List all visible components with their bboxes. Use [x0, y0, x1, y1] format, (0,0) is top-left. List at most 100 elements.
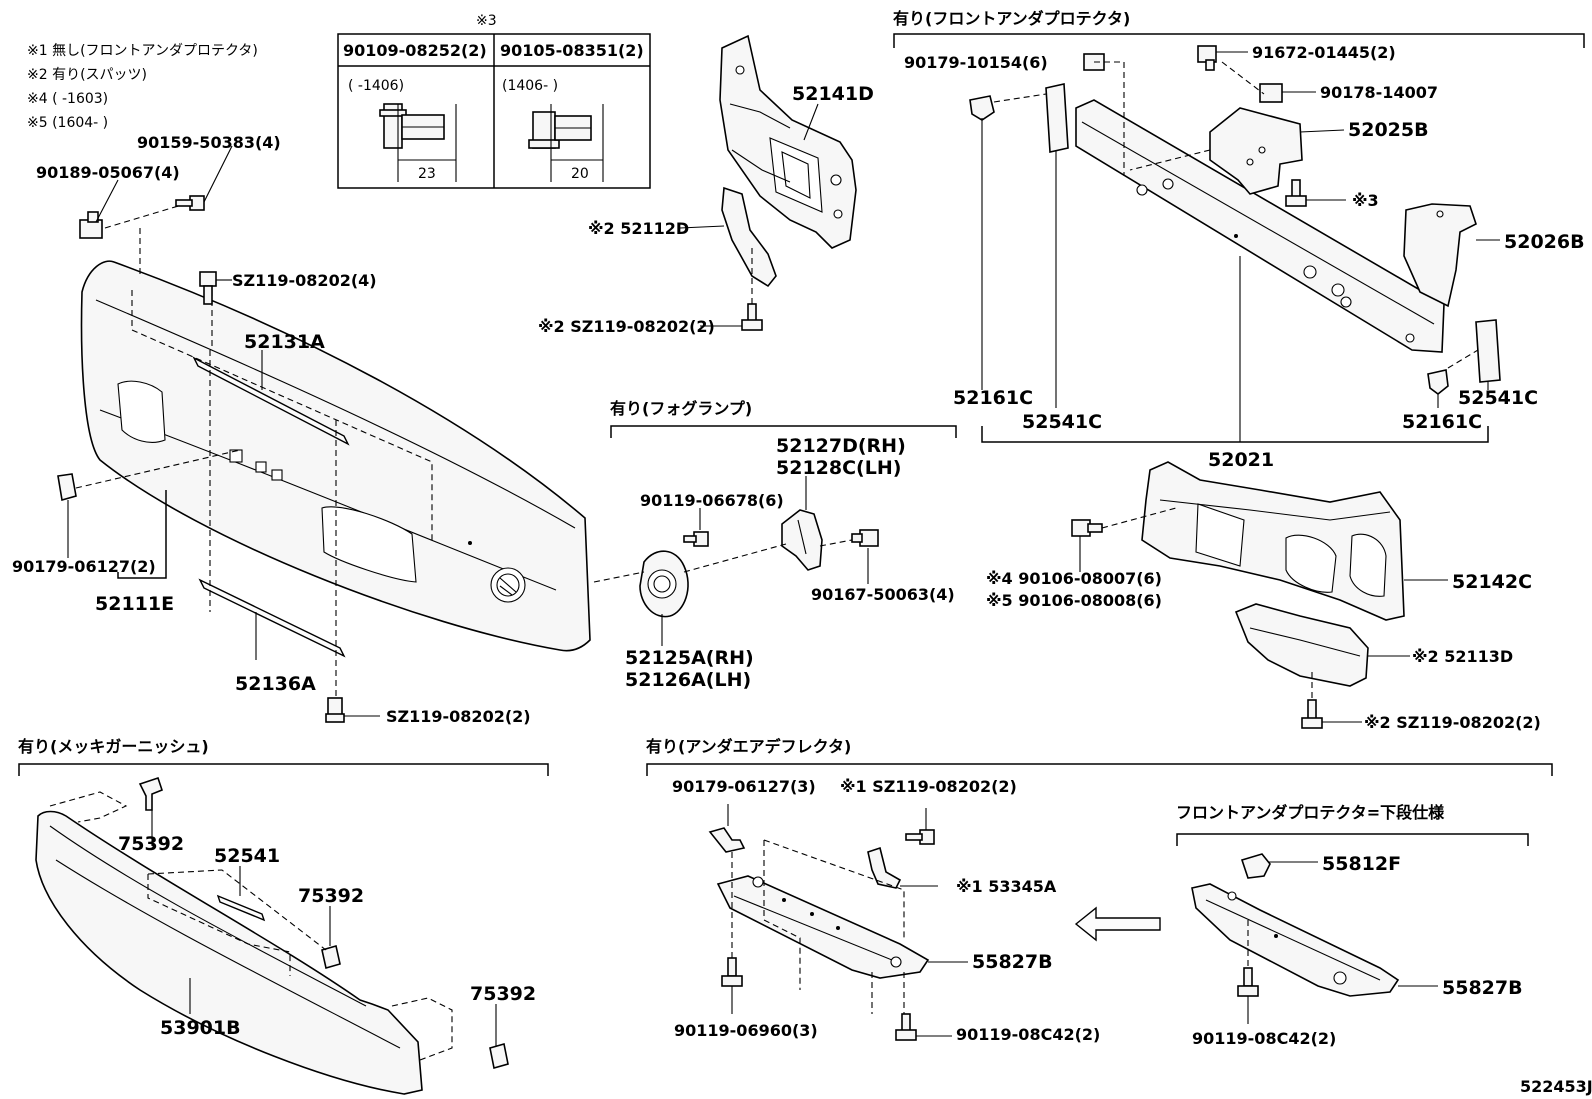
bolt-table-col2-part: 90105-08351(2) [500, 41, 644, 60]
label-52161C-left: 52161C [953, 387, 1033, 409]
label-52136A: 52136A [235, 673, 316, 695]
bolt-star3-icon [1285, 179, 1307, 207]
note-1: ※1 無し(フロントアンダプロテクタ) [27, 43, 258, 59]
strip-52541 [216, 894, 266, 922]
note-5: ※5 (1604- ) [27, 115, 108, 131]
clip-75392-a-icon [138, 776, 163, 811]
nut-90178-icon [1259, 83, 1283, 103]
label-55827B-left: 55827B [972, 951, 1053, 973]
bolt-90119-08C42-a-icon [895, 1013, 917, 1041]
bracket-52026B [1403, 203, 1477, 308]
label-52026B: 52026B [1504, 231, 1585, 253]
note-4: ※4 ( -1603) [27, 91, 108, 107]
spat-52112D [721, 186, 777, 288]
bolt-table-col2-dim: 20 [571, 166, 589, 182]
label-55827B-right: 55827B [1442, 977, 1523, 999]
deflector-55827B-right [1191, 883, 1400, 997]
label-52113D: ※2 52113D [1412, 647, 1513, 666]
bolt-SZ-mid-icon [741, 303, 763, 331]
label-SZ-deflector: ※1 SZ119-08202(2) [840, 777, 1017, 796]
bolt-table-mark: ※3 [476, 13, 497, 29]
label-SZ-top: SZ119-08202(4) [232, 271, 377, 290]
label-52161C-right: 52161C [1402, 411, 1482, 433]
label-52111E: 52111E [95, 593, 174, 615]
bolt-20-icon [528, 104, 604, 182]
label-90119-08C42-a: 90119-08C42(2) [956, 1025, 1100, 1044]
label-90189: 90189-05067(4) [36, 163, 180, 182]
label-52125A: 52125A(RH) [625, 647, 754, 669]
label-90119-06678: 90119-06678(6) [640, 491, 784, 510]
strip-52131A [192, 356, 350, 446]
bolt-SZ-top-icon [199, 271, 217, 305]
bolt-table-col1-part: 90109-08252(2) [343, 41, 487, 60]
bolt-90106-icon [1071, 519, 1103, 537]
bracket-55812F [1240, 853, 1271, 879]
label-90179-06127-b: 90179-06127(3) [672, 777, 816, 796]
bracket-53345A [867, 846, 902, 889]
bolt-23-icon [379, 103, 457, 182]
label-52021: 52021 [1208, 449, 1274, 471]
bolt-table-col1-range: ( -1406) [348, 78, 404, 94]
label-90119-08C42-b: 90119-08C42(2) [1192, 1029, 1336, 1048]
clip-75392-b-icon [321, 944, 341, 970]
label-53345A: ※1 53345A [956, 877, 1057, 896]
clip-52161C-left-icon [969, 95, 995, 121]
clip-90179-06127-icon [57, 473, 77, 502]
label-52126A: 52126A(LH) [625, 669, 751, 691]
direction-arrow-icon [1074, 906, 1161, 942]
label-52128C: 52128C(LH) [776, 457, 901, 479]
screw-SZ-deflector-icon [905, 829, 935, 845]
lamp-52125A [639, 550, 689, 618]
bolt-SZ-right-icon [1301, 699, 1323, 729]
label-91672: 91672-01445(2) [1252, 43, 1396, 62]
bolt-table: ※3 90109-08252(2) 90105-08351(2) ( -1406… [337, 13, 651, 189]
label-52127D: 52127D(RH) [776, 435, 906, 457]
screw-91672-icon [1197, 45, 1217, 71]
label-75392-b: 75392 [298, 885, 364, 907]
label-75392-a: 75392 [118, 833, 184, 855]
pad-52541C-right [1475, 319, 1501, 383]
group-fog-lamp: 有り(フォグランプ) [610, 399, 752, 418]
label-90167: 90167-50063(4) [811, 585, 955, 604]
label-90179-10154: 90179-10154(6) [904, 53, 1048, 72]
label-90159: 90159-50383(4) [137, 133, 281, 152]
clip-75392-c-icon [489, 1042, 509, 1070]
bracket-52127D [781, 509, 823, 571]
bolt-table-col1-dim: 23 [418, 166, 436, 182]
label-52142C: 52142C [1452, 571, 1532, 593]
label-90178: 90178-14007 [1320, 83, 1438, 102]
bracket-52025B [1209, 107, 1303, 195]
label-90106-08007: ※4 90106-08007(6) [986, 569, 1162, 588]
group-front-under-protector: 有り(フロントアンダプロテクタ) [893, 9, 1130, 28]
label-SZ-bottom: SZ119-08202(2) [386, 707, 531, 726]
label-52541: 52541 [214, 845, 280, 867]
label-52541C-right: 52541C [1458, 387, 1538, 409]
bolt-90119-06960-icon [721, 957, 743, 987]
note-2: ※2 有り(スパッツ) [27, 67, 147, 83]
label-52541C-left: 52541C [1022, 411, 1102, 433]
label-52025B: 52025B [1348, 119, 1429, 141]
notes-block: ※1 無し(フロントアンダプロテクタ) ※2 有り(スパッツ) ※4 ( -16… [27, 43, 258, 131]
bracket-52142C [1141, 461, 1405, 621]
group-plating-garnish: 有り(メッキガーニッシュ) [18, 737, 209, 756]
beam-52021 [1075, 99, 1445, 353]
bolt-table-col2-range: (1406- ) [502, 78, 558, 94]
label-90106-08008: ※5 90106-08008(6) [986, 591, 1162, 610]
clip-52161C-right-icon [1427, 369, 1449, 396]
group-lower-spec: フロントアンダプロテクタ=下段仕様 [1176, 803, 1445, 822]
label-52141D: 52141D [792, 83, 874, 105]
figure-code: 522453J [1520, 1077, 1592, 1096]
screw-90159-icon [175, 195, 205, 211]
clip-90179-06127-b-icon [708, 827, 746, 853]
label-SZ-mid: ※2 SZ119-08202(2) [538, 317, 715, 336]
strip-52136A [198, 578, 346, 658]
label-90179-06127-a: 90179-06127(2) [12, 557, 156, 576]
group-under-air-deflector: 有り(アンダエアデフレクタ) [646, 737, 851, 756]
label-90119-06960: 90119-06960(3) [674, 1021, 818, 1040]
label-53901B: 53901B [160, 1017, 241, 1039]
label-star3: ※3 [1352, 191, 1379, 210]
label-55812F: 55812F [1322, 853, 1401, 875]
bolt-90119-08C42-b-icon [1237, 967, 1259, 997]
spat-52113D [1234, 603, 1369, 687]
